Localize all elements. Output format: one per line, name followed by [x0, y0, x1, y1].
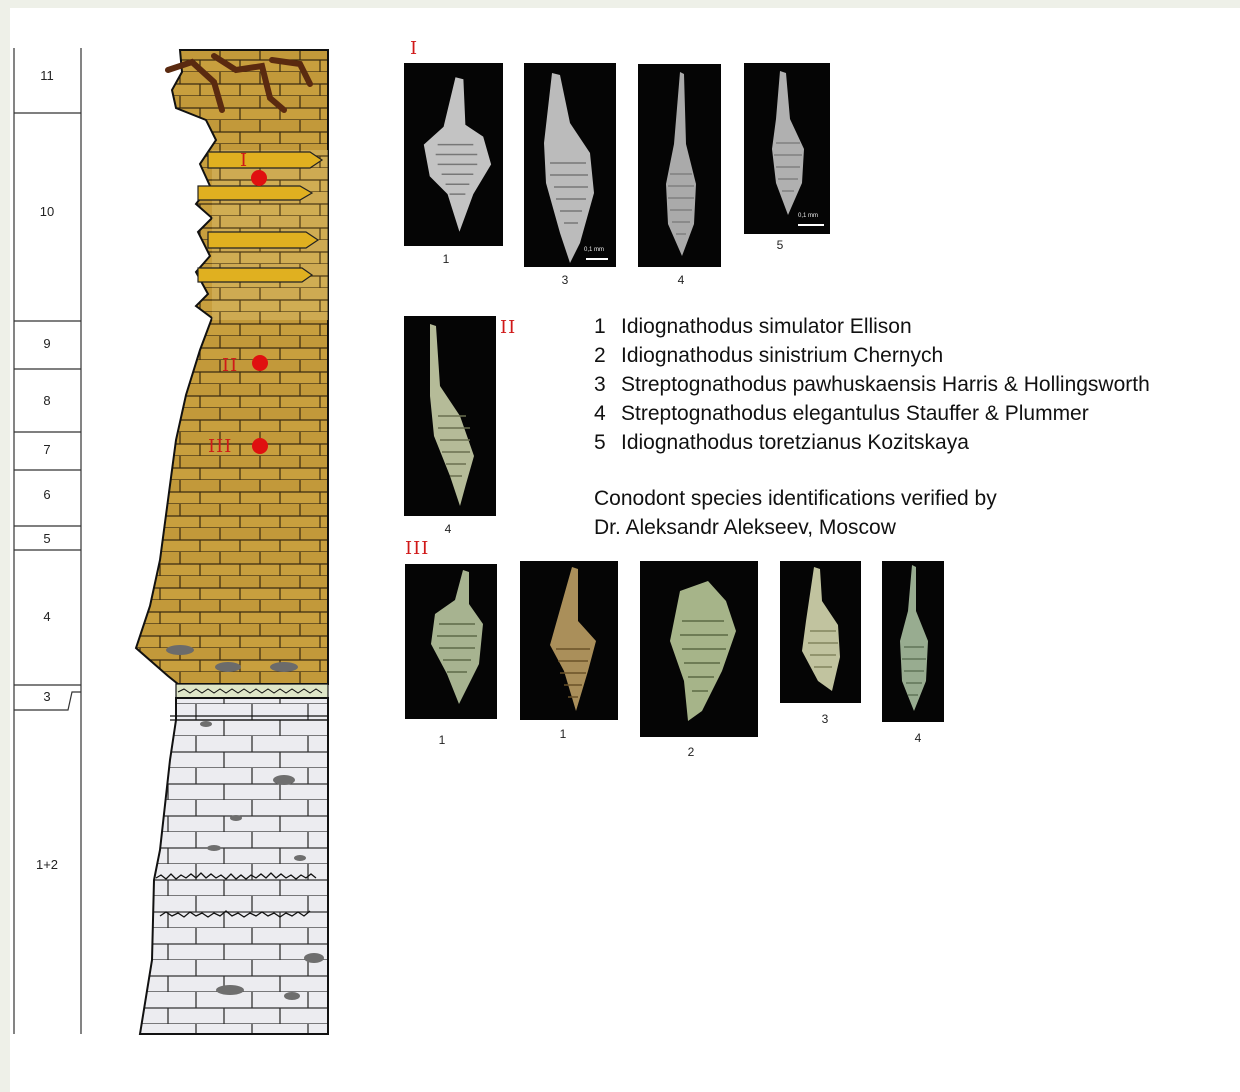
figure-number: 4 — [661, 273, 701, 287]
scale-bar-label: 0,1 mm — [798, 213, 818, 219]
fossil-image — [404, 316, 496, 516]
conodont-icon — [638, 64, 721, 267]
lower-limestone-body — [140, 698, 328, 1034]
unit-label-8: 8 — [14, 393, 80, 408]
legend-item: 5Idiognathodus toretzianus Kozitskaya — [594, 428, 1224, 457]
conodont-icon — [404, 63, 503, 246]
figure-number: 3 — [545, 273, 585, 287]
fossil-image — [882, 561, 944, 722]
unit-label-7: 7 — [14, 442, 80, 457]
legend-item: 2Idiognathodus sinistrium Chernych — [594, 341, 1224, 370]
figure-number: 4 — [898, 731, 938, 745]
conodont-icon — [780, 561, 861, 703]
conodont-icon — [404, 316, 496, 516]
column-sample-label-1: I — [240, 150, 248, 171]
credit-note: Conodont species identifications verifie… — [594, 484, 1224, 542]
figure-number: 4 — [428, 522, 468, 536]
unit-label-1-2: 1+2 — [14, 857, 80, 872]
species-legend: 1Idiognathodus simulator Ellison 2Idiogn… — [594, 312, 1224, 542]
sample-dot-1 — [251, 170, 267, 186]
conodont-icon — [744, 63, 830, 234]
conodont-icon — [405, 564, 497, 719]
column-sample-label-2: II — [222, 355, 238, 376]
conodont-icon — [640, 561, 758, 737]
unit-label-5: 5 — [14, 531, 80, 546]
unit-label-10: 10 — [14, 204, 80, 219]
fossil-image — [404, 63, 503, 246]
fossil-image: 0,1 mm — [524, 63, 616, 267]
fossil-image — [638, 64, 721, 267]
fossil-image — [780, 561, 861, 703]
fossil-image — [640, 561, 758, 737]
figure-number: 5 — [760, 238, 800, 252]
conodont-icon — [882, 561, 944, 722]
group-label-3: III — [405, 538, 429, 559]
figure-number: 1 — [543, 727, 583, 741]
fossil-image: 0,1 mm — [744, 63, 830, 234]
legend-item: 3Streptognathodus pawhuskaensis Harris &… — [594, 370, 1224, 399]
credit-line-2: Dr. Aleksandr Alekseev, Moscow — [594, 513, 1224, 542]
legend-item: 1Idiognathodus simulator Ellison — [594, 312, 1224, 341]
figure-number: 1 — [426, 252, 466, 266]
stratigraphic-column — [0, 0, 340, 1092]
group-label-1: I — [410, 38, 418, 59]
conodont-icon — [524, 63, 616, 267]
conodont-icon — [520, 561, 618, 720]
figure-number: 1 — [422, 733, 462, 747]
unit-label-11: 11 — [14, 68, 80, 83]
figure-number: 2 — [671, 745, 711, 759]
unit-label-4: 4 — [14, 609, 80, 624]
figure-number: 3 — [805, 712, 845, 726]
unit-label-9: 9 — [14, 336, 80, 351]
unit-label-3: 3 — [14, 689, 80, 704]
group-label-2: II — [500, 317, 516, 338]
unit-label-6: 6 — [14, 487, 80, 502]
credit-line-1: Conodont species identifications verifie… — [594, 484, 1224, 513]
legend-item: 4Streptognathodus elegantulus Stauffer &… — [594, 399, 1224, 428]
fossil-image — [405, 564, 497, 719]
scale-bar-label: 0,1 mm — [584, 247, 604, 253]
column-sample-label-3: III — [208, 436, 232, 457]
sample-dot-2 — [252, 355, 268, 371]
fossil-image — [520, 561, 618, 720]
sample-dot-3 — [252, 438, 268, 454]
